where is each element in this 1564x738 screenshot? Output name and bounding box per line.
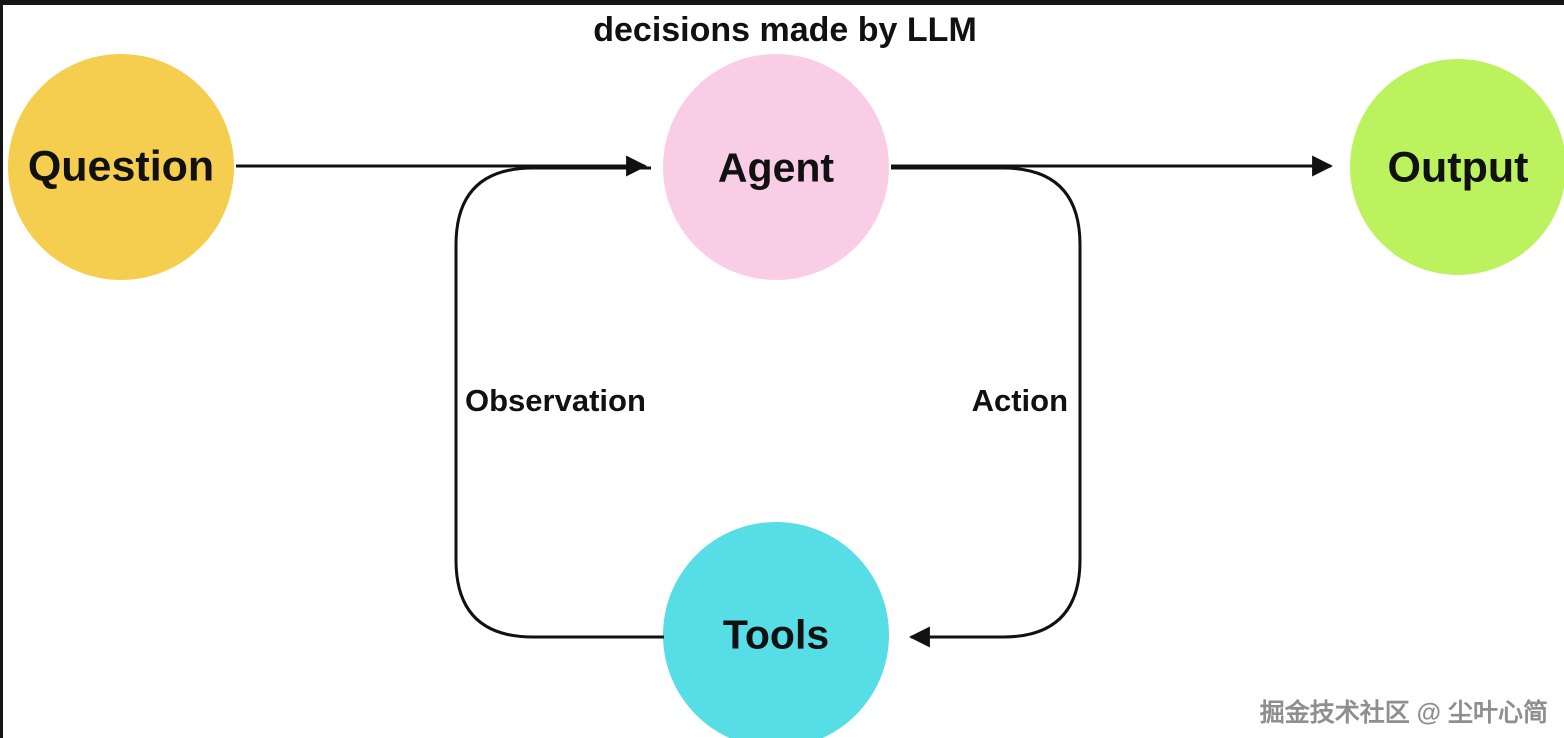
- tools-node-circle: [663, 522, 889, 738]
- output-node-circle: [1350, 59, 1564, 275]
- watermark-text: 掘金技术社区 @ 尘叶心简: [1259, 699, 1548, 727]
- action-edge-label: Action: [971, 383, 1068, 418]
- agent-node-label: Agent: [717, 144, 835, 191]
- question-node-circle: [8, 54, 234, 280]
- loop-observation-path: [454, 166, 664, 639]
- diagram-graphics: [8, 54, 1564, 738]
- diagram-title: decisions made by LLM: [593, 11, 977, 49]
- observation-edge-label: Observation: [465, 383, 646, 418]
- output-node-label: Output: [1387, 143, 1529, 192]
- tools-node-label: Tools: [722, 611, 830, 658]
- loop-action-path: [891, 166, 1082, 648]
- question-node-label: Question: [27, 142, 215, 191]
- agent-node-circle: [663, 54, 889, 280]
